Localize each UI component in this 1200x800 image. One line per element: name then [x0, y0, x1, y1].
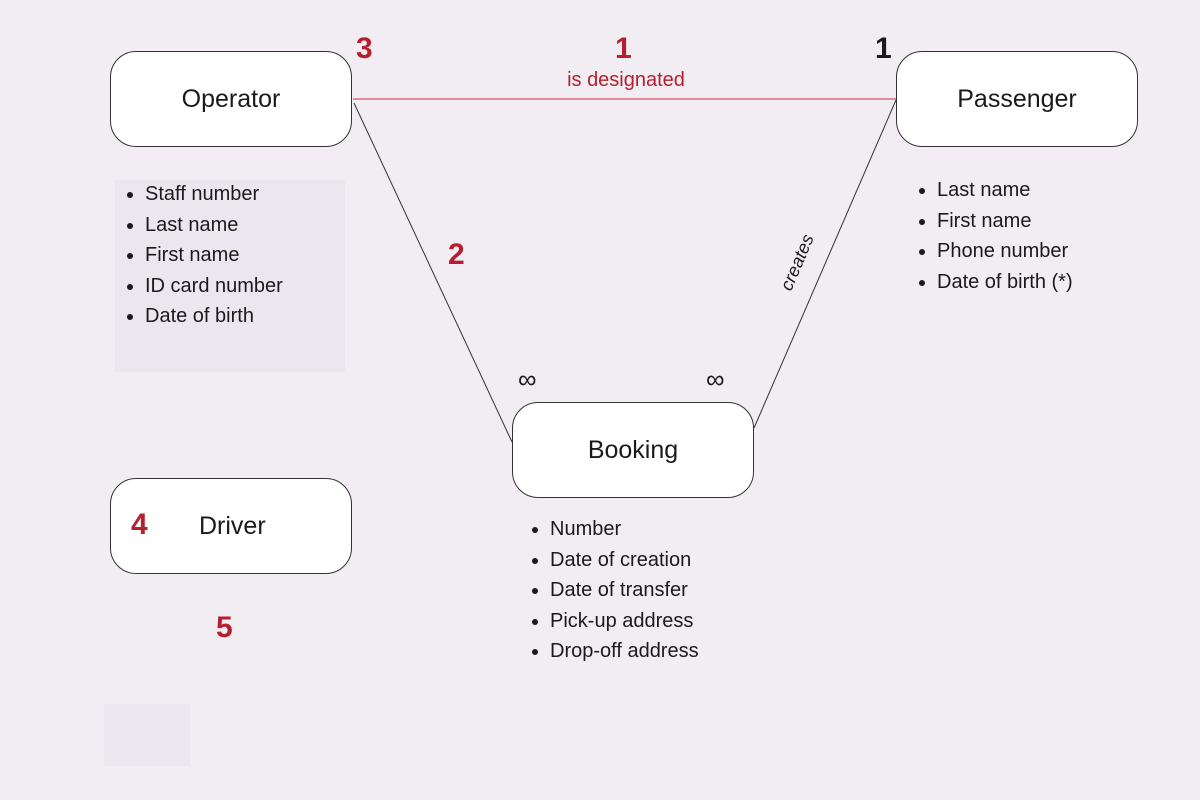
- attribute-item: Last name: [937, 175, 1073, 206]
- entity-booking[interactable]: Booking: [512, 402, 754, 498]
- attribute-panel-shade: [115, 180, 345, 372]
- operator-attribute-list: Staff number Last name First name ID car…: [125, 179, 283, 332]
- panel-shade: [104, 704, 190, 766]
- passenger-attribute-list: Last name First name Phone number Date o…: [917, 175, 1073, 297]
- marker-3: 3: [356, 32, 373, 65]
- entity-passenger-name: Passenger: [957, 84, 1077, 113]
- booking-attribute-list: Number Date of creation Date of transfer…: [530, 514, 699, 667]
- attribute-item: Phone number: [937, 236, 1073, 267]
- attribute-item: ID card number: [145, 271, 283, 302]
- marker-2: 2: [448, 238, 465, 271]
- cardinality-passenger: 1: [875, 32, 892, 65]
- attribute-item: Staff number: [145, 179, 283, 210]
- attribute-item: First name: [937, 206, 1073, 237]
- entity-operator[interactable]: Operator: [110, 51, 352, 147]
- attribute-item: Number: [550, 514, 699, 545]
- relation-line-operator-booking: [353, 102, 513, 443]
- attribute-item: Pick-up address: [550, 606, 699, 637]
- entity-booking-name: Booking: [587, 435, 679, 464]
- attribute-item: Date of birth: [145, 301, 283, 332]
- attribute-item: Drop-off address: [550, 636, 699, 667]
- marker-1: 1: [615, 32, 632, 65]
- attribute-item: Date of birth (*): [937, 267, 1073, 298]
- marker-5: 5: [216, 611, 233, 644]
- cardinality-booking-left: ∞: [518, 364, 537, 394]
- entity-driver[interactable]: Driver: [110, 478, 352, 574]
- marker-4: 4: [131, 508, 148, 541]
- cardinality-booking-right: ∞: [706, 364, 725, 394]
- entity-driver-name: Driver: [199, 511, 266, 540]
- attribute-item: Date of creation: [550, 545, 699, 576]
- attribute-item: Date of transfer: [550, 575, 699, 606]
- entity-passenger[interactable]: Passenger: [896, 51, 1138, 147]
- relation-label-designated: is designated: [567, 69, 685, 91]
- attribute-item: Last name: [145, 210, 283, 241]
- attribute-item: First name: [145, 240, 283, 271]
- relation-line-creates: [753, 99, 897, 429]
- entity-operator-name: Operator: [181, 84, 281, 113]
